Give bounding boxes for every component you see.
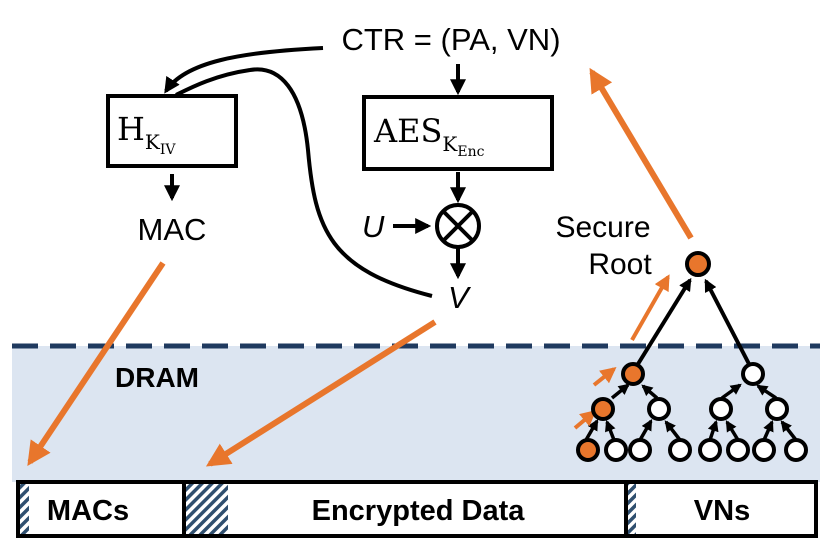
- tree-leaf-node: [576, 438, 600, 462]
- tree-leaf-node: [752, 438, 776, 462]
- v-to-hash-curve: [175, 67, 433, 298]
- aes-box: [362, 95, 554, 171]
- tree-node-l1-left: [621, 362, 645, 386]
- parent-to-grandparent-path-arrow: [592, 367, 617, 387]
- tree-leaf-node: [698, 438, 722, 462]
- tree-node-l2: [709, 397, 733, 421]
- leaf-to-parent-path-arrow: [573, 409, 597, 430]
- tree-leaf-node: [784, 438, 808, 462]
- hash-function-box: [106, 94, 238, 168]
- xor-operator: [435, 203, 481, 249]
- u-label: U: [362, 209, 385, 244]
- v-label: V: [448, 280, 472, 315]
- hash-function-label: HKIV: [117, 110, 176, 158]
- vns-hatch: [628, 484, 636, 534]
- tree-node-l2: [647, 397, 671, 421]
- tree-node-l2: [591, 397, 615, 421]
- tree-leaf-node: [604, 438, 628, 462]
- tree-leaf-node: [726, 438, 750, 462]
- mac-to-macs-arrow: [27, 261, 166, 466]
- grandparent-to-root-path-arrow: [630, 274, 670, 341]
- v-to-data-arrow: [205, 319, 437, 467]
- root-to-ctr-arrow: [589, 67, 694, 240]
- encrypted-data-hatch: [186, 484, 228, 534]
- vns-section: VNs: [694, 495, 750, 527]
- integrity-tree: [573, 251, 808, 462]
- secure-root-label-line2: Root: [588, 248, 652, 281]
- macs-hatch: [20, 484, 29, 534]
- tree-node-l2: [765, 397, 789, 421]
- encrypted-data-section: Encrypted Data: [312, 495, 526, 527]
- mac-label: MAC: [138, 212, 207, 247]
- tree-root-node: [685, 251, 711, 277]
- tree-leaf-node: [628, 438, 652, 462]
- memory-bar: MACs Encrypted Data VNs: [16, 480, 818, 538]
- ctr-to-hash-arrow: [164, 46, 324, 94]
- aes-label: AESKEnc: [373, 112, 485, 160]
- tree-node-l1-right: [741, 362, 765, 386]
- secure-root-label-line1: Secure: [555, 211, 650, 244]
- ctr-label: CTR = (PA, VN): [341, 22, 560, 57]
- macs-section: MACs: [47, 495, 129, 527]
- dram-label: DRAM: [115, 362, 199, 393]
- tree-leaf-node: [668, 438, 692, 462]
